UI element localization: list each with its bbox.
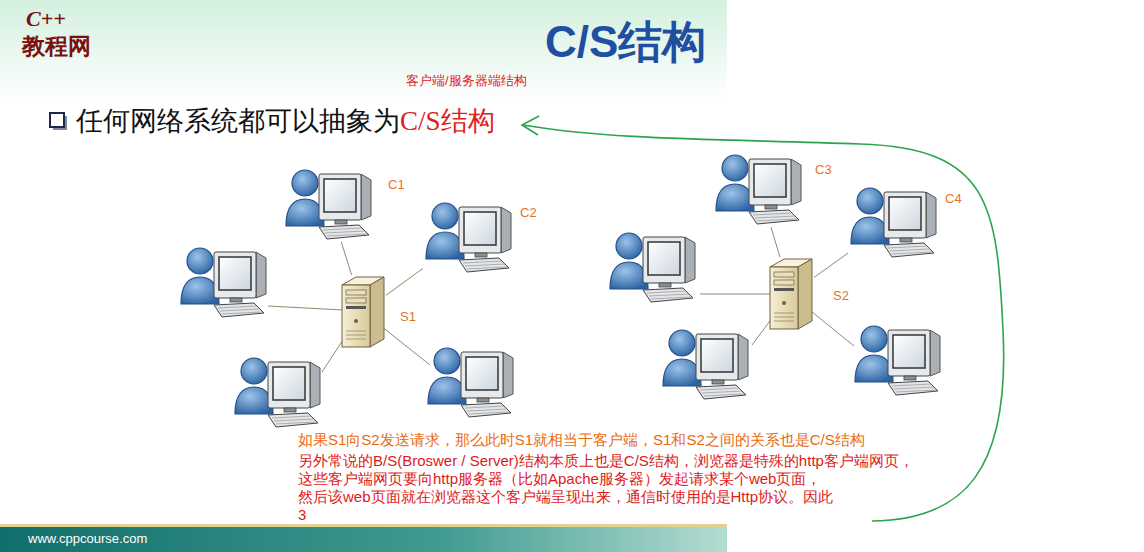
slide-title: C/S结构 xyxy=(545,16,706,69)
computer-icon xyxy=(235,358,320,427)
node-label: C1 xyxy=(388,177,405,193)
computer-icon xyxy=(610,233,695,302)
server-icon xyxy=(768,257,814,331)
connector-line xyxy=(341,242,351,275)
computer-symbol xyxy=(286,170,371,239)
node-label: S1 xyxy=(400,309,416,325)
computer-symbol xyxy=(426,203,511,272)
server-symbol xyxy=(770,259,812,329)
computer-icon xyxy=(181,248,266,317)
node-label: C2 xyxy=(520,205,537,221)
client-node: C1 xyxy=(283,162,375,242)
bullet-text: 任何网络系统都可以抽象为 xyxy=(76,105,400,137)
client-node: C3 xyxy=(713,147,805,227)
computer-icon xyxy=(855,326,940,395)
computer-icon xyxy=(848,180,940,260)
server-node: S1 xyxy=(340,275,386,349)
server-icon xyxy=(340,275,386,349)
explanation-line: 然后该web页面就在浏览器这个客户端呈现出来，通信时使用的是Http协议。因此 xyxy=(298,488,833,506)
connector-line xyxy=(386,268,423,295)
client-node: C2 xyxy=(423,195,515,275)
computer-symbol xyxy=(716,155,801,224)
explanation-line: 3 xyxy=(298,506,306,524)
computer-icon xyxy=(663,330,748,399)
logo-name: 教程网 xyxy=(22,33,91,61)
computer-icon xyxy=(713,147,805,227)
connector-line xyxy=(771,227,780,257)
server-node: S2 xyxy=(768,257,814,331)
header-band xyxy=(0,0,727,100)
explanation-line: 另外常说的B/S(Broswer / Server)结构本质上也是C/S结构，浏… xyxy=(298,452,914,470)
footer-strip xyxy=(0,524,727,527)
node-label: C4 xyxy=(945,191,962,207)
annotation-arrowhead xyxy=(522,116,539,135)
explanation-line: 这些客户端网页要向http服务器（比如Apache服务器）发起请求某个web页面… xyxy=(298,470,821,488)
bullet-highlight: C/S结构 xyxy=(400,105,495,137)
footer-bar xyxy=(0,527,727,552)
computer-icon xyxy=(423,195,515,275)
page-number: www.cppcourse.com xyxy=(28,531,147,547)
computer-icon xyxy=(283,162,375,242)
computer-icon xyxy=(428,348,513,417)
connector-line xyxy=(814,253,848,277)
subtitle: 客户端/服务器端结构 xyxy=(406,73,527,89)
node-label: S2 xyxy=(833,288,849,304)
logo-mark: C++ xyxy=(26,6,66,32)
computer-symbol xyxy=(851,188,936,257)
note-text: 如果S1向S2发送请求，那么此时S1就相当于客户端，S1和S2之间的关系也是C/… xyxy=(298,431,865,449)
node-label: C3 xyxy=(815,162,832,178)
bullet-square xyxy=(50,113,64,127)
client-node: C4 xyxy=(848,180,940,260)
server-symbol xyxy=(342,277,384,347)
